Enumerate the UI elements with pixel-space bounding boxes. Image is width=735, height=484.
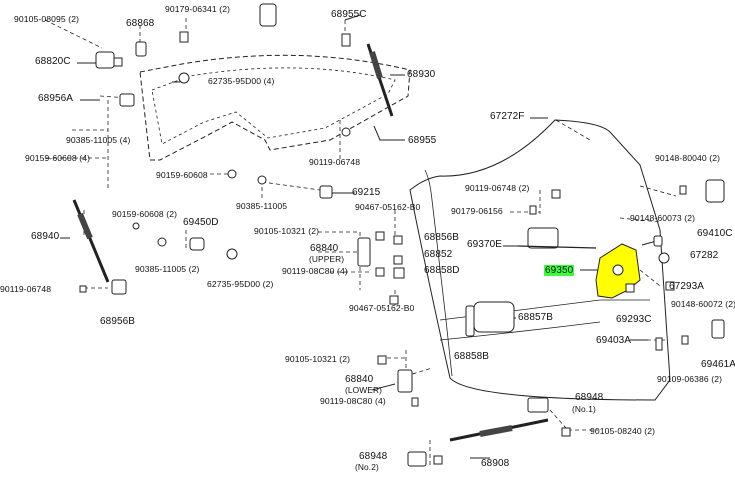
part-label-69293C[interactable]: 69293C (616, 314, 652, 325)
back-door-outline (409, 119, 671, 401)
part-label-69350-text: 69350 (544, 265, 575, 276)
part-label-90148-60073[interactable]: 90148-60073 (2) (630, 213, 696, 223)
part-label-69215[interactable]: 69215 (352, 187, 381, 198)
part-label-90105-10321-2b[interactable]: 90105-10321 (2) (285, 354, 351, 364)
part-label-90119-06748-a[interactable]: 90119-06748 (309, 157, 361, 167)
part-label-68857B[interactable]: 68857B (518, 312, 554, 323)
part-label-69410C[interactable]: 69410C (697, 228, 733, 239)
note-upper: (UPPER) (309, 254, 345, 264)
part-label-68955C[interactable]: 68955C (331, 9, 367, 20)
part-label-90148-60072[interactable]: 90148-60072 (2) (671, 299, 735, 309)
hinge-cover-top (259, 3, 277, 27)
note-no2: (No.2) (355, 462, 379, 472)
part-label-90467-05162-B0-a[interactable]: 90467-05162-B0 (355, 202, 421, 212)
bumper-69215 (319, 185, 333, 199)
latch-69410C (705, 179, 725, 203)
part-label-90119-06748-2[interactable]: 90119-06748 (2) (465, 183, 530, 193)
note-no1: (No.1) (572, 404, 596, 414)
part-label-69350[interactable]: 69350 (544, 265, 575, 276)
part-label-90119-06748-c[interactable]: 90119-06748 (0, 284, 52, 294)
part-label-68858B[interactable]: 68858B (454, 351, 490, 362)
part-label-69461A[interactable]: 69461A (701, 359, 735, 370)
lock-69370E (527, 227, 559, 249)
window-frame-outline (139, 54, 411, 161)
highlighted-part-69350 (595, 243, 641, 299)
bracket-68948-no2 (407, 451, 427, 467)
part-label-90119-08C80-4b[interactable]: 90119-08C80 (4) (320, 396, 386, 406)
part-label-90385-11005-2[interactable]: 90385-11005 (2) (135, 264, 200, 274)
part-label-90385-11005-4[interactable]: 90385-11005 (4) (66, 135, 131, 145)
part-label-90385-11005-b[interactable]: 90385-11005 (236, 201, 288, 211)
part-label-90148-80040[interactable]: 90148-80040 (2) (655, 153, 721, 163)
hinge-68840-lower (397, 369, 413, 393)
door-panel-line (439, 299, 650, 321)
strut-68940-rod (72, 199, 110, 283)
clip-62735 (178, 72, 190, 84)
part-label-90159-60608-4[interactable]: 90159-60608 (4) (25, 153, 91, 163)
handle-68857B (473, 301, 515, 333)
part-label-69450D[interactable]: 69450D (183, 217, 219, 228)
part-label-68852[interactable]: 68852 (424, 249, 453, 260)
part-label-90105-10321-2a[interactable]: 90105-10321 (2) (254, 226, 320, 236)
part-label-68955[interactable]: 68955 (408, 135, 437, 146)
part-label-68930[interactable]: 68930 (407, 69, 436, 80)
part-label-68956B[interactable]: 68956B (100, 316, 136, 327)
back-door-inner-edge (424, 169, 453, 377)
part-label-67282[interactable]: 67282 (690, 250, 719, 261)
part-label-90105-08095[interactable]: 90105-08095 (2) (14, 14, 80, 24)
part-label-68948-no2[interactable]: 68948 (359, 451, 388, 462)
part-label-90467-05162-B0-b[interactable]: 90467-05162-B0 (349, 303, 415, 313)
stopper-69450D (189, 237, 205, 251)
part-label-67293A[interactable]: 67293A (669, 281, 705, 292)
part-label-67272F[interactable]: 67272F (490, 111, 525, 122)
part-label-68948-no1[interactable]: 68948 (575, 392, 604, 403)
part-label-68868[interactable]: 68868 (126, 18, 155, 29)
note-lower: (LOWER) (345, 385, 382, 395)
window-frame-inner (151, 67, 396, 145)
part-label-68940[interactable]: 68940 (31, 231, 60, 242)
part-label-90105-08240[interactable]: 90105-08240 (2) (590, 426, 656, 436)
part-label-90119-08C80-4[interactable]: 90119-08C80 (4) (282, 266, 348, 276)
cover-68868 (135, 41, 147, 57)
door-trim-line (439, 321, 601, 341)
bracket-68948-no1 (527, 397, 549, 413)
part-label-62735-95D00-4[interactable]: 62735-95D00 (4) (208, 76, 275, 86)
part-label-62735-95D00-2[interactable]: 62735-95D00 (2) (207, 279, 274, 289)
part-label-90159-60608-b[interactable]: 90159-60608 (156, 170, 208, 180)
part-label-69403A[interactable]: 69403A (596, 335, 632, 346)
part-label-69370E[interactable]: 69370E (467, 239, 503, 250)
part-label-90159-60608-2[interactable]: 90159-60608 (2) (112, 209, 178, 219)
hinge-68820C (95, 51, 115, 69)
part-label-90179-06156[interactable]: 90179-06156 (451, 206, 503, 216)
hinge-68840-upper (357, 237, 371, 267)
part-label-68820C[interactable]: 68820C (35, 56, 71, 67)
part-label-68840-upper[interactable]: 68840 (310, 243, 339, 254)
part-label-68840-lower[interactable]: 68840 (345, 374, 374, 385)
part-label-68908[interactable]: 68908 (481, 458, 510, 469)
part-label-68956A[interactable]: 68956A (38, 93, 74, 104)
part-label-68858D[interactable]: 68858D (424, 265, 460, 276)
part-label-90109-06386[interactable]: 90109-06386 (2) (657, 374, 723, 384)
part-label-90179-06341[interactable]: 90179-06341 (2) (165, 4, 231, 14)
part-label-68856B[interactable]: 68856B (424, 232, 460, 243)
